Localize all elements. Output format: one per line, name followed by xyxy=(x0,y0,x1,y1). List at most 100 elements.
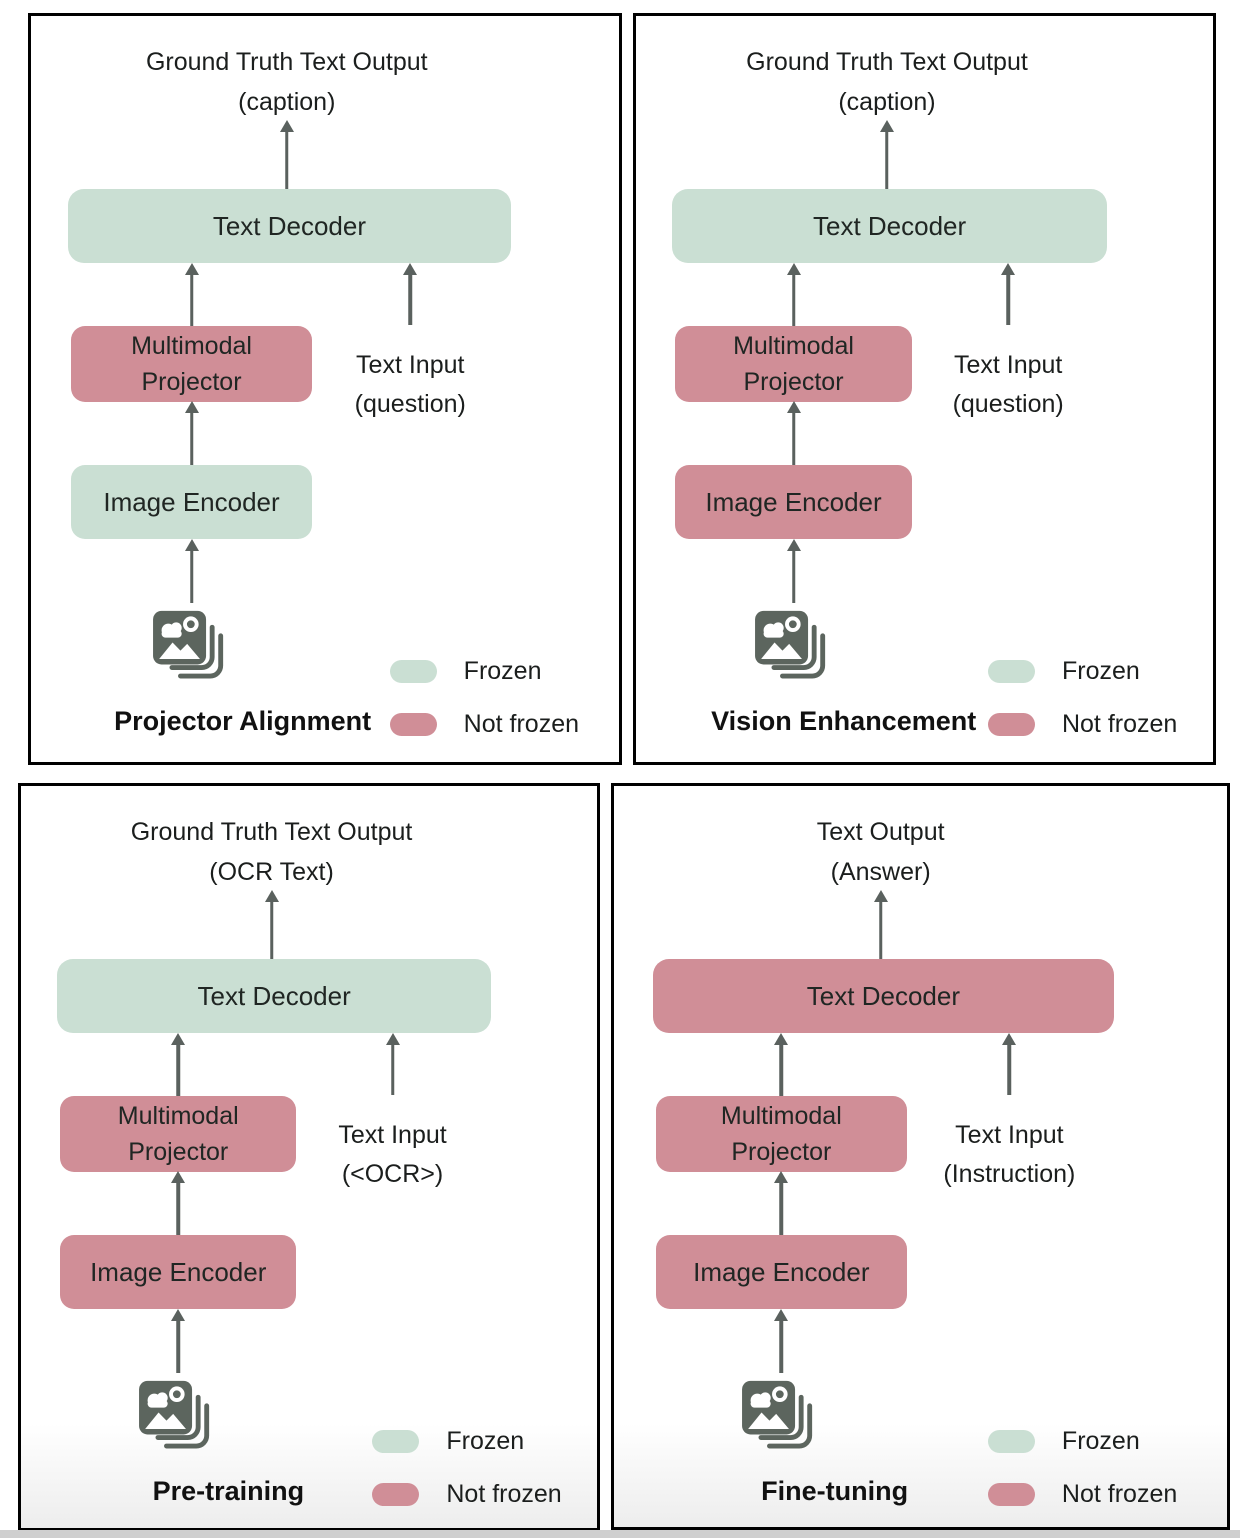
arrow-encoder-to-projector-icon xyxy=(170,1171,187,1235)
text-decoder-label: Text Decoder xyxy=(812,211,967,241)
legend-not-frozen-swatch xyxy=(389,713,437,736)
output-label-line1: Ground Truth Text Output xyxy=(746,48,1028,76)
text-decoder-block: Text Decoder xyxy=(672,189,1107,263)
text-input-label: Text Input (question) xyxy=(290,346,531,424)
arrow-decoder-to-output-icon xyxy=(872,890,889,959)
legend-frozen-label: Frozen xyxy=(446,1427,525,1455)
output-label-line1: Ground Truth Text Output xyxy=(145,48,428,76)
multimodal-projector-block: Multimodal Projector xyxy=(655,1096,907,1172)
image-encoder-block: Image Encoder xyxy=(70,465,313,539)
legend-frozen-label: Frozen xyxy=(1061,657,1140,685)
multimodal-projector-label-line2: Projector xyxy=(128,1138,229,1166)
legend-row-frozen: Frozen xyxy=(372,1427,561,1456)
legend-frozen-swatch xyxy=(372,1430,420,1453)
arrow-encoder-to-projector-icon xyxy=(785,401,802,465)
arrow-images-to-encoder-icon xyxy=(785,539,802,603)
panel-title: Vision Enhancement xyxy=(711,706,977,736)
arrow-encoder-to-projector-icon xyxy=(773,1171,790,1235)
legend-row-not-frozen: Not frozen xyxy=(389,710,580,739)
text-input-label-line1: Text Input xyxy=(338,1121,447,1149)
arrow-images-to-encoder-icon xyxy=(183,539,200,603)
legend-not-frozen-swatch xyxy=(987,713,1035,736)
stacked-images-icon xyxy=(740,1379,816,1457)
image-encoder-label: Image Encoder xyxy=(90,1257,267,1287)
legend-frozen-label: Frozen xyxy=(1061,1427,1140,1455)
panel-pre-training: Ground Truth Text Output (OCR Text) Text… xyxy=(18,783,600,1531)
text-decoder-block: Text Decoder xyxy=(652,959,1115,1033)
legend-row-not-frozen: Not frozen xyxy=(987,710,1178,739)
output-label: Text Output (Answer) xyxy=(697,812,1065,892)
legend-not-frozen-label: Not frozen xyxy=(1061,710,1178,738)
legend-not-frozen-label: Not frozen xyxy=(463,710,580,738)
text-decoder-block: Text Decoder xyxy=(68,189,511,263)
panel-projector-alignment: Ground Truth Text Output (caption) Text … xyxy=(28,13,622,765)
panel-fine-tuning: Text Output (Answer) Text Decoder Multim… xyxy=(611,783,1230,1530)
output-label-line2: (Answer) xyxy=(830,858,931,886)
text-input-label-line1: Text Input xyxy=(955,1121,1064,1149)
legend-frozen-swatch xyxy=(987,660,1035,683)
legend-row-frozen: Frozen xyxy=(987,657,1177,686)
output-label: Ground Truth Text Output (caption) xyxy=(714,42,1060,122)
legend-frozen-swatch xyxy=(389,660,437,683)
text-input-label-line2: (<OCR>) xyxy=(341,1160,444,1188)
legend-frozen-swatch xyxy=(987,1430,1035,1453)
legend-row-frozen: Frozen xyxy=(987,1427,1177,1456)
output-label: Ground Truth Text Output (OCR Text) xyxy=(99,812,445,892)
image-encoder-label: Image Encoder xyxy=(693,1257,870,1287)
text-input-label-line2: (question) xyxy=(952,390,1064,418)
text-input-label-line1: Text Input xyxy=(953,351,1063,379)
text-input-label: Text Input (Instruction) xyxy=(884,1116,1135,1194)
legend-not-frozen-swatch xyxy=(987,1483,1035,1506)
bottom-gray-strip xyxy=(0,1530,1240,1538)
arrow-projector-to-decoder-icon xyxy=(170,1033,187,1096)
arrow-input-to-decoder-icon xyxy=(1001,1033,1018,1095)
arrow-projector-to-decoder-icon xyxy=(183,263,200,326)
text-input-label-line2: (Instruction) xyxy=(943,1160,1076,1188)
multimodal-projector-label-line1: Multimodal xyxy=(733,332,854,360)
text-decoder-label: Text Decoder xyxy=(212,211,366,241)
text-decoder-label: Text Decoder xyxy=(197,981,351,1011)
legend-row-not-frozen: Not frozen xyxy=(987,1480,1178,1509)
output-label-line2: (caption) xyxy=(838,88,936,116)
image-encoder-label: Image Encoder xyxy=(103,487,280,517)
text-decoder-block: Text Decoder xyxy=(57,959,491,1033)
multimodal-projector-block: Multimodal Projector xyxy=(60,1096,297,1172)
arrow-projector-to-decoder-icon xyxy=(773,1033,790,1096)
stacked-images-icon xyxy=(137,1379,213,1457)
panel-title: Projector Alignment xyxy=(114,706,372,736)
multimodal-projector-block: Multimodal Projector xyxy=(70,326,313,402)
stacked-images-icon xyxy=(753,609,829,687)
legend-not-frozen-label: Not frozen xyxy=(1061,1480,1178,1508)
multimodal-projector-block: Multimodal Projector xyxy=(675,326,912,402)
text-input-label-line2: (question) xyxy=(354,390,466,418)
stacked-images-icon xyxy=(151,609,227,687)
legend: Frozen Not frozen xyxy=(987,1427,1178,1533)
image-encoder-block: Image Encoder xyxy=(675,465,912,539)
arrow-projector-to-decoder-icon xyxy=(785,263,802,326)
text-input-label: Text Input (<OCR>) xyxy=(274,1116,510,1194)
arrow-decoder-to-output-icon xyxy=(263,890,280,959)
panel-title: Fine-tuning xyxy=(761,1476,909,1506)
legend-row-frozen: Frozen xyxy=(389,657,579,686)
text-input-label: Text Input (question) xyxy=(890,346,1127,424)
arrow-images-to-encoder-icon xyxy=(773,1309,790,1373)
multimodal-projector-label-line2: Projector xyxy=(743,368,844,396)
text-input-label-line1: Text Input xyxy=(356,351,465,379)
legend: Frozen Not frozen xyxy=(987,657,1178,763)
image-encoder-block: Image Encoder xyxy=(60,1235,297,1309)
image-encoder-block: Image Encoder xyxy=(655,1235,907,1309)
arrow-images-to-encoder-icon xyxy=(170,1309,187,1373)
arrow-input-to-decoder-icon xyxy=(402,263,419,325)
multimodal-projector-label-line1: Multimodal xyxy=(131,332,252,360)
arrow-decoder-to-output-icon xyxy=(878,120,895,189)
legend: Frozen Not frozen xyxy=(389,657,580,763)
output-label: Ground Truth Text Output (caption) xyxy=(110,42,463,122)
arrow-input-to-decoder-icon xyxy=(384,1033,401,1095)
output-label-line1: Text Output xyxy=(816,818,945,846)
text-decoder-label: Text Decoder xyxy=(806,981,960,1011)
panel-title: Pre-training xyxy=(152,1476,305,1506)
multimodal-projector-label-line1: Multimodal xyxy=(117,1102,239,1130)
arrow-decoder-to-output-icon xyxy=(278,120,295,189)
output-label-line1: Ground Truth Text Output xyxy=(130,818,413,846)
